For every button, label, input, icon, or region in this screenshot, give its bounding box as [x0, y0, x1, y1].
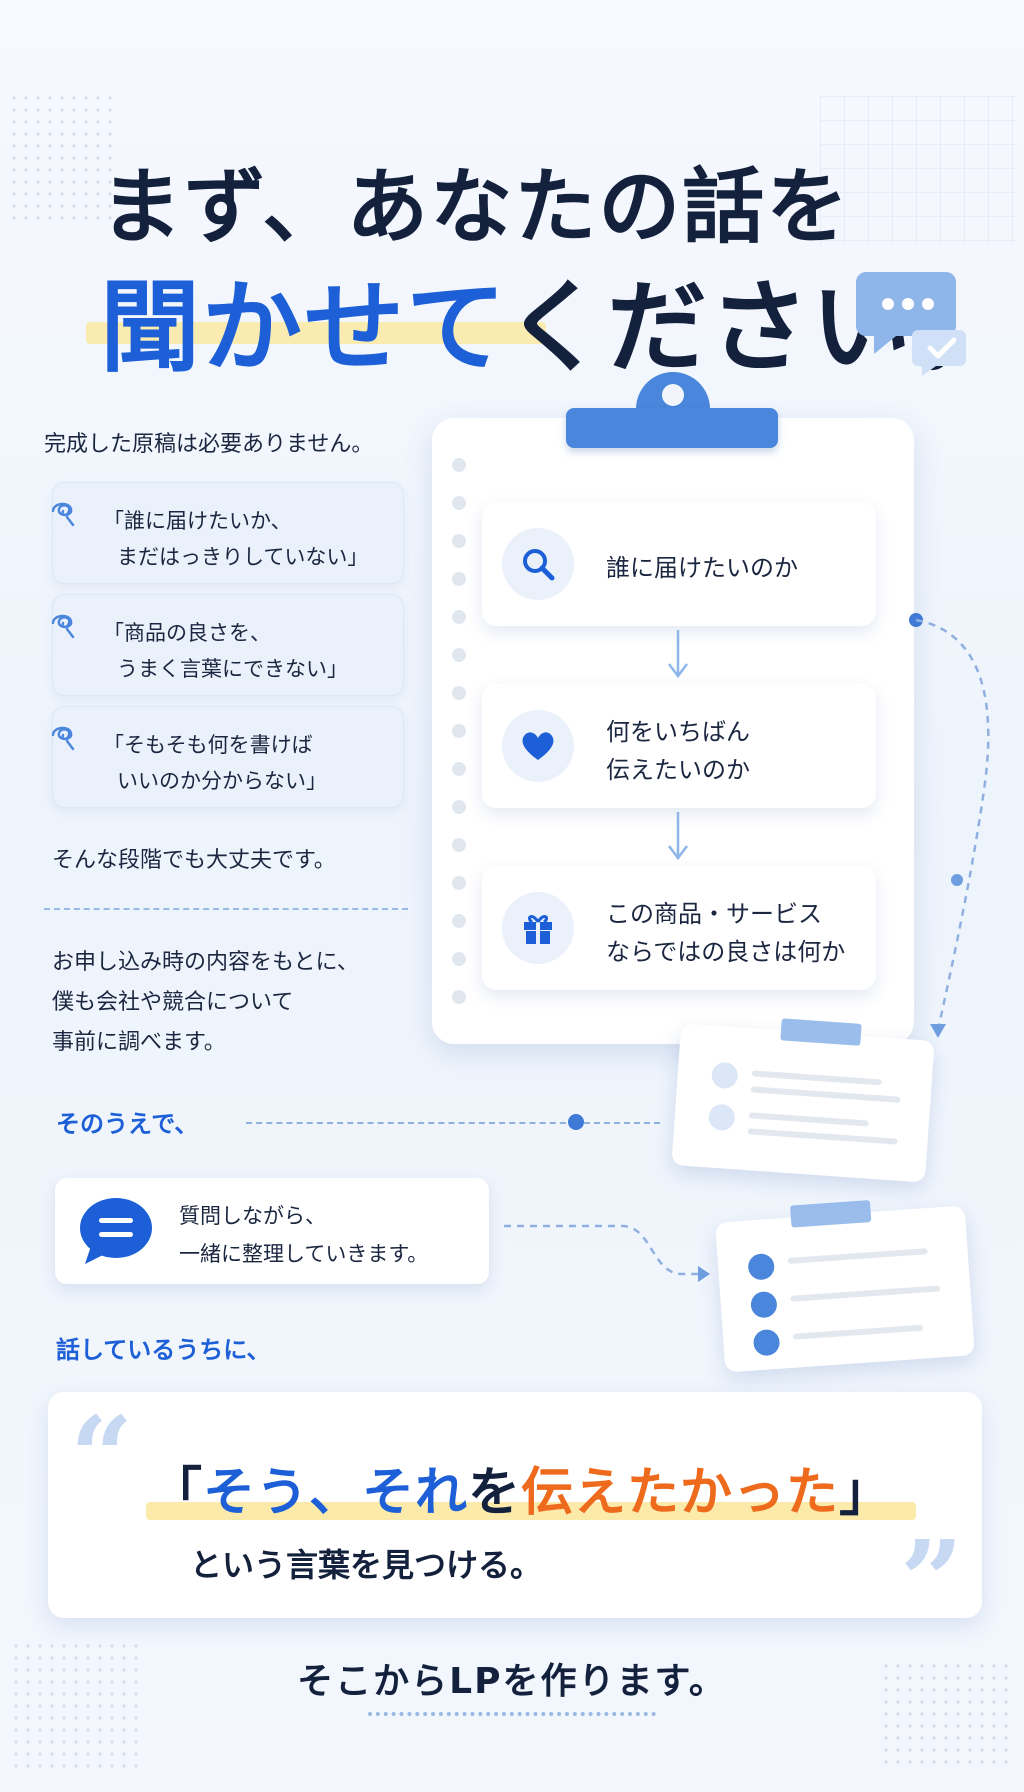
clipboard-clip-hole [662, 384, 684, 406]
search-icon [523, 549, 555, 581]
step-card: この商品・サービス ならではの良さは何か [482, 866, 876, 990]
binder-ring [452, 572, 466, 586]
close-quote-icon: ” [900, 1516, 964, 1645]
binder-ring [452, 762, 466, 776]
tape [790, 1200, 872, 1228]
step-icon-circle [502, 528, 574, 600]
clipboard-clip [566, 408, 778, 448]
chat-line1: 質問しながら、 [179, 1204, 326, 1228]
closing-text: そこからLPを作ります。 [297, 1661, 727, 1702]
chat-card: 質問しながら、 一緒に整理していきます。 [55, 1178, 489, 1284]
step-icon-circle [502, 710, 574, 782]
step-label-line1: 何をいちばん [606, 718, 750, 746]
heart-icon [522, 732, 554, 760]
quote-blue-text: そう、それ [203, 1463, 469, 1523]
title-highlight-text: 聞かせて [100, 269, 505, 386]
text-line [747, 1128, 898, 1145]
text-line [750, 1086, 901, 1103]
binder-ring [452, 534, 466, 548]
check-icon [710, 1061, 739, 1090]
tangle-icon [51, 726, 75, 751]
gift-icon [524, 915, 552, 944]
tangle-icon [51, 502, 75, 527]
concern-line2: うまく言葉にできない」 [117, 657, 348, 681]
grid-decoration-top-right [820, 96, 1016, 246]
step-label: 誰に届けたいのか [606, 554, 798, 582]
checklist-card [671, 1018, 935, 1183]
dots-decoration-top-left [8, 92, 118, 222]
concern-card: 「誰に届けたいか、 まだはっきりしていない」 [51, 482, 404, 584]
check-icon [752, 1328, 781, 1357]
step-label-line2: ならではの良さは何か [606, 938, 846, 966]
concern-card: 「商品の良さを、 うまく言葉にできない」 [51, 594, 404, 696]
binder-ring [452, 838, 466, 852]
open-quote-icon: “ [70, 1392, 134, 1521]
dots-decoration-bottom-left [10, 1640, 140, 1770]
text-line [751, 1070, 882, 1086]
quote-subtitle: という言葉を見つける。 [190, 1546, 543, 1584]
connector-line [246, 1122, 576, 1124]
step-label-line1: この商品・サービス [606, 900, 822, 928]
checklist-card [715, 1200, 975, 1373]
step-label-line2: 伝えたいのか [606, 756, 750, 784]
research-line2: 僕も会社や競合について [52, 990, 294, 1015]
binder-ring [452, 952, 466, 966]
closing-dotted-underline [368, 1712, 656, 1716]
reassure-text: そんな段階でも大丈夫です。 [52, 848, 336, 873]
research-line1: お申し込み時の内容をもとに、 [52, 950, 359, 975]
text-line [792, 1324, 924, 1340]
binder-ring [452, 686, 466, 700]
concern-line2: いいのか分からない」 [117, 769, 327, 793]
text-line [790, 1285, 941, 1302]
quote-close-bracket: 」 [839, 1463, 893, 1523]
chat-bubble-icon [856, 272, 966, 376]
arrow-down-icon [668, 630, 688, 679]
intro-text: 完成した原稿は必要ありません。 [44, 432, 374, 457]
step-icon-circle [502, 892, 574, 964]
connector-dot [568, 1114, 584, 1130]
binder-ring [452, 800, 466, 814]
divider [44, 908, 408, 910]
binder-ring [452, 648, 466, 662]
speech-bubble-icon [80, 1198, 152, 1264]
while-label: 話しているうちに、 [56, 1336, 271, 1364]
arrow-down-icon [668, 812, 688, 861]
research-line3: 事前に調べます。 [52, 1030, 226, 1055]
check-icon [707, 1103, 736, 1132]
heading-highlight [86, 322, 546, 344]
binder-ring [452, 458, 466, 472]
quote-main-text: 「そう、それを伝えたかった」 [150, 1450, 892, 1525]
text-line [787, 1248, 928, 1264]
quote-highlight [146, 1502, 916, 1520]
text-line [748, 1112, 869, 1127]
binder-ring [452, 876, 466, 890]
dashed-curve-arrow [909, 613, 990, 1038]
quote-particle: を [468, 1463, 522, 1523]
check-icon [750, 1290, 778, 1319]
quote-orange-text: 伝えたかった [521, 1463, 840, 1523]
step-card: 何をいちばん 伝えたいのか [482, 684, 876, 808]
binder-ring [452, 990, 466, 1004]
page-title-line1: まず、あなたの話を [100, 160, 851, 255]
concern-line1: 「そもそも何を書けば [103, 733, 313, 757]
then-label: そのうえで、 [56, 1110, 199, 1138]
binder-ring [452, 496, 466, 510]
quote-open-bracket: 「 [150, 1463, 204, 1523]
tape [780, 1018, 862, 1046]
concern-card: 「そもそも何を書けば いいのか分からない」 [51, 706, 404, 808]
concern-line1: 「誰に届けたいか、 [103, 509, 292, 533]
tangle-icon [51, 614, 75, 639]
connector-line [584, 1122, 660, 1124]
concern-line2: まだはっきりしていない」 [117, 545, 369, 569]
binder-ring [452, 610, 466, 624]
binder-ring [452, 724, 466, 738]
chat-line2: 一緒に整理していきます。 [179, 1242, 429, 1266]
binder-ring [452, 914, 466, 928]
concern-line1: 「商品の良さを、 [103, 621, 271, 645]
dots-decoration-bottom-right [880, 1660, 1010, 1770]
step-card: 誰に届けたいのか [482, 502, 876, 626]
check-icon [747, 1252, 776, 1281]
dashed-arrow [504, 1224, 710, 1282]
